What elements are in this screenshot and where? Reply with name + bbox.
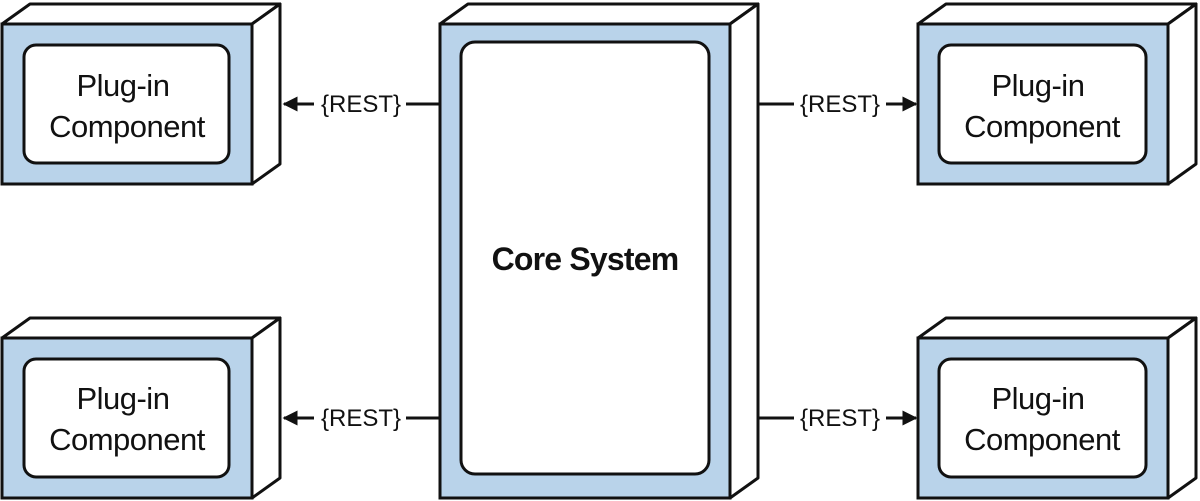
core-box-side-face [728, 2, 760, 500]
connector-label: {REST} [800, 405, 880, 432]
plugin-label: Plug-in Component [964, 381, 1121, 457]
plugin-label: Plug-in Component [49, 381, 206, 457]
plugin-label-line1: Plug-in [991, 68, 1084, 103]
plugin-box-inner-panel [937, 357, 1148, 479]
plugin-label-line1: Plug-in [76, 68, 169, 103]
core-system: Core System [438, 2, 760, 500]
core-box-inner-panel [459, 40, 711, 476]
plugin-box-top-face [916, 2, 1198, 26]
plugin-box-inner-panel [22, 43, 231, 165]
plugin-label-line2: Component [49, 109, 206, 144]
plugin-label-line2: Component [49, 422, 206, 457]
plugin-box-top-face [916, 316, 1198, 340]
plugin-label-line1: Plug-in [991, 381, 1084, 416]
connector-label: {REST} [800, 91, 880, 118]
connector-bottom-right: {REST} [758, 405, 918, 432]
plugin-box-inner-panel [937, 43, 1148, 165]
plugin-component-bottom-left: Plug-in Component [0, 316, 282, 500]
core-box-top-face [438, 2, 760, 26]
plugin-component-top-left: Plug-in Component [0, 2, 282, 186]
plugin-label: Plug-in Component [49, 68, 206, 144]
plugin-box-top-face [0, 2, 282, 26]
plugin-label-line2: Component [964, 109, 1121, 144]
connector-label: {REST} [321, 405, 401, 432]
plugin-label: Plug-in Component [964, 68, 1121, 144]
plugin-box-side-face [250, 2, 282, 186]
connector-label: {REST} [321, 91, 401, 118]
connector-top-left: {REST} [282, 91, 440, 118]
plugin-box-inner-panel [22, 357, 231, 479]
plugin-component-top-right: Plug-in Component [916, 2, 1198, 186]
plugin-label-line1: Plug-in [76, 381, 169, 416]
plugin-box-side-face [1166, 316, 1198, 500]
connector-top-right: {REST} [758, 91, 918, 118]
plugin-box-side-face [250, 316, 282, 500]
plugin-box-side-face [1166, 2, 1198, 186]
plugin-box-top-face [0, 316, 282, 340]
plugin-component-bottom-right: Plug-in Component [916, 316, 1198, 500]
core-label: Core System [492, 241, 679, 277]
plugin-label-line2: Component [964, 422, 1121, 457]
connector-bottom-left: {REST} [282, 405, 440, 432]
